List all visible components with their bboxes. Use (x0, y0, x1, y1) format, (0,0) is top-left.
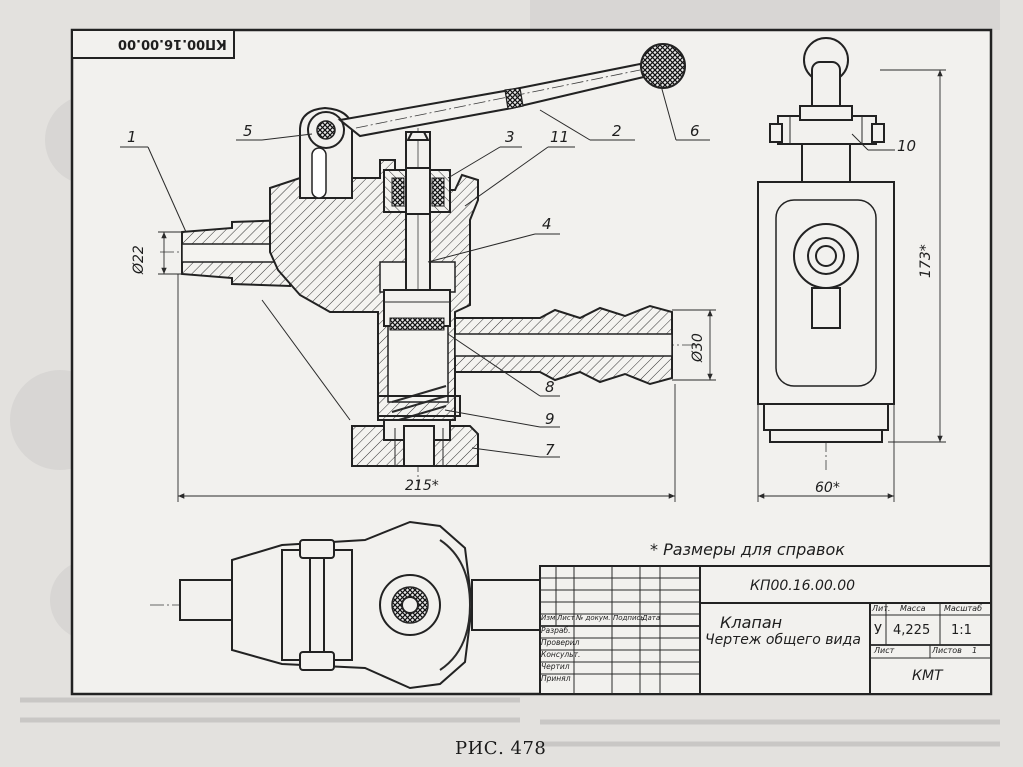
title-block-name: Клапан (720, 613, 783, 632)
part-number-5: 5 (243, 122, 253, 140)
tb-lit-label: Лит. (872, 604, 891, 613)
dim-height: 173* (918, 244, 934, 278)
part-number-8: 8 (545, 378, 555, 396)
part-number-9: 9 (545, 410, 555, 428)
front-view-section (120, 43, 716, 502)
tb-header-izm: Изм (541, 614, 556, 622)
dim-length: 215* (405, 478, 439, 494)
part-number-7: 7 (545, 441, 555, 459)
top-code-label: КП00.16.00.00 (118, 36, 227, 51)
part-number-3: 3 (505, 128, 515, 146)
tb-header-date: Дата (642, 614, 661, 622)
tb-lit-value: У (874, 623, 882, 638)
side-view (757, 37, 946, 502)
part-number-1: 1 (127, 128, 137, 146)
title-block-doc-type: Чертеж общего вида (705, 632, 861, 648)
tb-header-doc: № докум. (576, 614, 611, 622)
part-number-11: 11 (550, 128, 570, 146)
part-number-10: 10 (897, 137, 917, 155)
tb-scale-label: Масштаб (944, 604, 983, 613)
dim-outlet-diameter: Ø30 (690, 333, 706, 362)
reference-note: * Размеры для справок (650, 540, 845, 559)
tb-role-checked: Проверил (541, 638, 580, 647)
top-view (150, 520, 541, 690)
tb-organization: КМТ (912, 668, 943, 684)
tb-role-developed: Разраб. (541, 626, 571, 635)
tb-scale-value: 1:1 (951, 623, 972, 638)
tb-mass-value: 4,225 (893, 623, 931, 638)
tb-mass-label: Масса (900, 604, 926, 613)
part-number-2: 2 (612, 122, 622, 140)
dim-inlet-diameter: Ø22 (131, 245, 147, 274)
part-number-4: 4 (542, 215, 552, 233)
tb-header-list: Лист (557, 614, 575, 622)
tb-role-consultant: Консульт. (541, 650, 581, 659)
tb-sheets-value: 1 (972, 646, 978, 655)
tb-sheets-label: Листов (932, 646, 962, 655)
top-code-box (71, 29, 235, 59)
title-block (539, 565, 992, 695)
figure-caption: РИС. 478 (455, 738, 547, 759)
title-block-code: КП00.16.00.00 (750, 578, 856, 594)
tb-role-drafted: Чертил (541, 662, 570, 671)
tb-sheet-label: Лист (874, 646, 895, 655)
tb-header-sign: Подпись (613, 614, 645, 622)
dim-width: 60* (815, 480, 840, 496)
tb-role-approved: Принял (541, 674, 571, 683)
part-number-6: 6 (690, 122, 700, 140)
